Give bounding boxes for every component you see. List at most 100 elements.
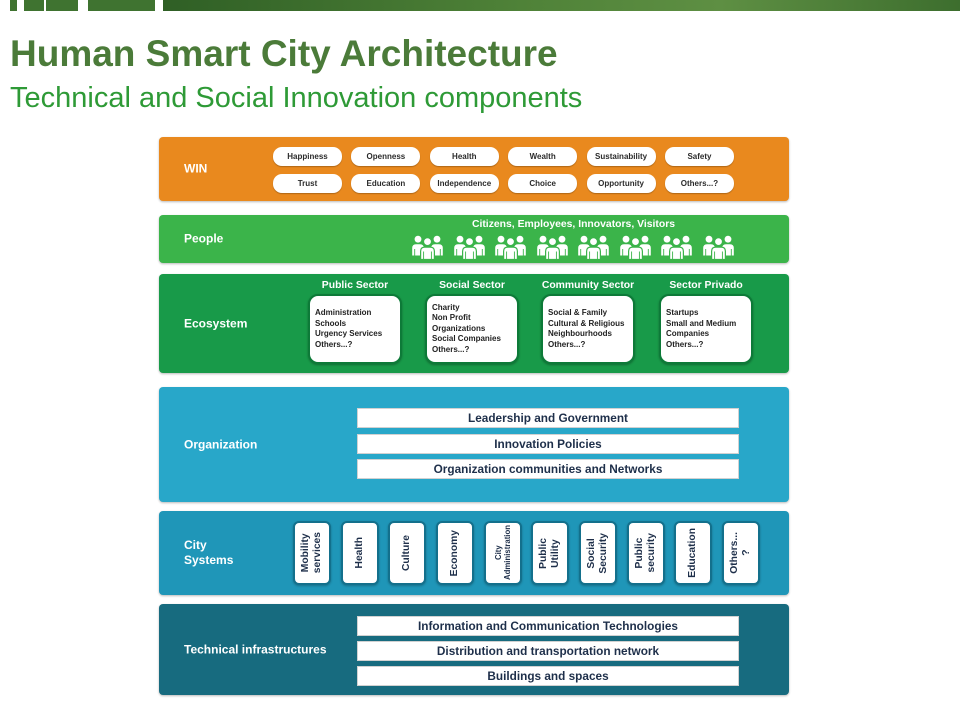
layer-ecosystem: Ecosystem Public Sector Administration S…: [159, 274, 789, 373]
people-group-icon: [453, 234, 486, 260]
people-group-icon: [494, 234, 527, 260]
people-caption: Citizens, Employees, Innovators, Visitor…: [471, 219, 676, 230]
sector-line: Startups: [666, 308, 699, 317]
system-label: Public security: [634, 533, 658, 573]
system-label-line: Economy: [448, 529, 460, 577]
sector-line: Neighbourhoods: [548, 329, 612, 338]
system-label-line: Public: [538, 537, 550, 569]
sector-line: Non Profit: [432, 313, 471, 323]
sector-social: Social Sector Charity Non Profit Organiz…: [425, 277, 519, 364]
sector-box: Startups Small and Medium Companies Othe…: [659, 294, 753, 364]
sector-line: Cultural & Religious: [548, 318, 625, 328]
people-group-icon: [411, 234, 444, 260]
organization-item: Organization communities and Networks: [357, 459, 739, 479]
system-label: Public Utility: [538, 538, 562, 569]
sector-line: Urgency Services: [315, 329, 383, 338]
system-education: Education: [674, 521, 713, 585]
sector-line: Small and Medium: [666, 318, 737, 328]
system-label: Culture: [401, 535, 413, 571]
system-label: Economy: [449, 530, 461, 576]
label-line: Systems: [184, 553, 234, 567]
system-label-line: security: [645, 533, 657, 573]
sector-line: Social & Family: [548, 308, 608, 317]
sector-line: Organizations: [432, 323, 486, 333]
win-value: Education: [351, 174, 421, 193]
system-label: Social Security: [586, 533, 610, 574]
win-values: Happiness Openness Health Wealth Sustain…: [273, 147, 734, 193]
system-label-line: Others...: [728, 532, 740, 574]
system-label-line: ?: [740, 549, 752, 557]
sector-line: Others...?: [315, 339, 353, 349]
layer-label-people: People: [184, 231, 224, 246]
system-public-utility: Public Utility: [531, 521, 570, 585]
win-value: Sustainability: [586, 147, 656, 166]
win-value: Trust: [273, 174, 342, 193]
system-label: City Administration: [494, 525, 512, 580]
header-bar: [163, 0, 960, 11]
layer-people: People Citizens, Employees, Innovators, …: [159, 215, 789, 263]
system-label: Mobility services: [300, 532, 324, 573]
system-public-security: Public security: [626, 521, 665, 585]
sector-box: Social & Family Cultural & Religious Nei…: [541, 294, 635, 364]
header-block: [10, 0, 17, 11]
system-label-line: Administration: [502, 525, 512, 581]
layer-city-systems: City Systems Mobility services Health Cu…: [159, 511, 789, 595]
layer-label-technical: Technical infrastructures: [184, 642, 327, 656]
system-culture: Culture: [388, 521, 427, 585]
system-label-line: City: [493, 545, 503, 561]
win-value: Happiness: [273, 147, 342, 166]
system-health: Health: [340, 521, 379, 585]
people-group-icon: [660, 234, 693, 260]
sector-title: Public Sector: [321, 280, 389, 291]
sector-line: Others...?: [548, 339, 586, 349]
system-label-line: Security: [597, 532, 609, 574]
sector-title: Social Sector: [439, 280, 505, 291]
system-label: Health: [354, 537, 366, 568]
system-label-line: Utility: [550, 538, 562, 568]
technical-item: Information and Communication Technologi…: [357, 616, 739, 636]
sector-title: Sector Privado: [669, 280, 743, 291]
slide-title: Human Smart City Architecture: [10, 33, 558, 74]
layer-label-win: WIN: [184, 161, 208, 176]
header-decoration: [0, 0, 960, 11]
layer-technical-infrastructures: Technical infrastructures Information an…: [159, 604, 789, 695]
system-social-security: Social Security: [578, 521, 617, 585]
header-block: [88, 0, 155, 11]
people-group-icon: [619, 234, 652, 260]
header-block: [46, 0, 78, 11]
slide-subtitle: Technical and Social Innovation componen…: [10, 82, 583, 114]
sector-line: Others...?: [432, 344, 470, 354]
people-group-icon: [577, 234, 610, 260]
system-label: Education: [687, 528, 699, 578]
label-line: City: [184, 538, 207, 552]
sector-line: Companies: [666, 329, 710, 338]
layer-label-organization: Organization: [184, 437, 258, 451]
sector-line: Schools: [315, 318, 347, 328]
win-value: Independence: [429, 174, 499, 193]
sector-line: Others...?: [666, 339, 704, 349]
sector-public: Public Sector Administration Schools Urg…: [308, 277, 402, 364]
system-label-line: Education: [687, 528, 699, 578]
system-label: Others... ?: [729, 532, 753, 574]
sector-community: Community Sector Social & Family Cultura…: [541, 277, 635, 364]
sector-box: Administration Schools Urgency Services …: [308, 294, 402, 364]
people-group-icon: [536, 234, 569, 260]
system-label-line: Health: [353, 537, 365, 569]
layer-organization: Organization Leadership and Government I…: [159, 387, 789, 502]
system-others: Others... ?: [721, 521, 760, 585]
sector-box: Charity Non Profit Organizations Social …: [425, 294, 519, 364]
people-icons: [411, 234, 735, 260]
header-block: [24, 0, 44, 11]
system-label-line: Social: [585, 537, 597, 569]
system-mobility-services: Mobility services: [293, 521, 331, 585]
win-value: Opportunity: [586, 174, 656, 193]
win-value: Wealth: [508, 147, 578, 166]
technical-item: Buildings and spaces: [357, 666, 739, 686]
sector-line: Social Companies: [432, 334, 501, 344]
system-label-line: Culture: [401, 534, 413, 572]
system-economy: Economy: [435, 521, 474, 585]
system-label-line: Mobility: [300, 533, 311, 573]
sector-line: Charity: [432, 302, 460, 312]
win-value: Openness: [351, 147, 421, 166]
people-group-icon: [702, 234, 735, 260]
